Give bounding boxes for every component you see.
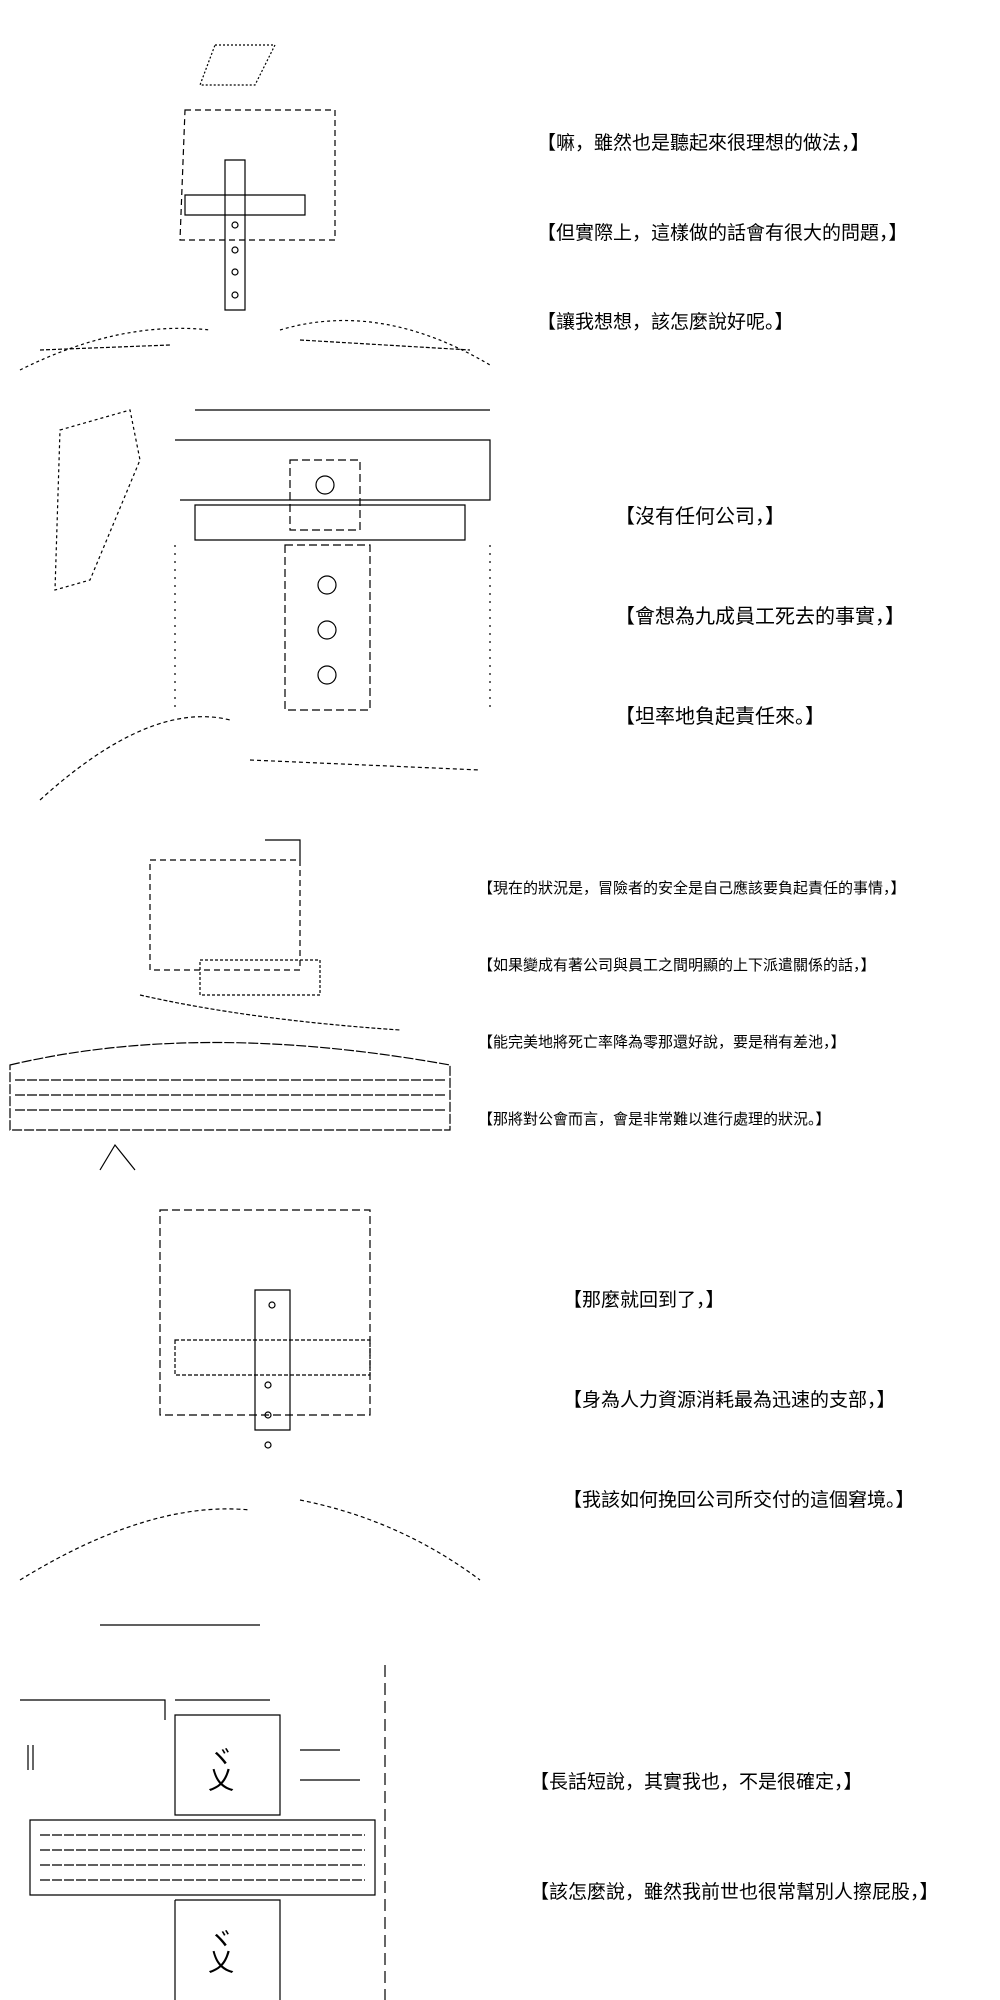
- dialogue-line: 【現在的狀況是，冒險者的安全是自己應該要負起責任的事情，】: [478, 879, 906, 897]
- panel-3: 【現在的狀況是，冒險者的安全是自己應該要負起責任的事情，】 【如果變成有著公司與…: [0, 820, 1000, 1140]
- panel-4: 【那麼就回到了，】 【身為人力資源消耗最為迅速的支部，】 【我該如何挽回公司所交…: [0, 1140, 1000, 1610]
- dialogue-line: 【讓我想想，該怎麼說好呢。】: [537, 311, 794, 333]
- dialogue-line: 【會想為九成員工死去的事實，】: [615, 604, 905, 628]
- helmet-glyph: ヾ: [208, 1926, 235, 1956]
- dialogue-line: 【那將對公會而言，會是非常難以進行處理的狀況。】: [478, 1110, 831, 1128]
- knight-helmet-art-3: [0, 820, 460, 1140]
- helmet-glyph: 乂: [208, 1766, 235, 1796]
- dialogue-line: 【長話短說，其實我也，不是很確定，】: [530, 1771, 863, 1793]
- dialogue-line: 【坦率地負起責任來。】: [615, 704, 825, 728]
- dialogue-line: 【但實際上，這樣做的話會有很大的問題，】: [537, 222, 908, 244]
- panel-2: 【沒有任何公司，】 【會想為九成員工死去的事實，】 【坦率地負起責任來。】: [0, 380, 1000, 820]
- dialogue-line: 【能完美地將死亡率降為零那還好說，要是稍有差池，】: [478, 1033, 846, 1051]
- knight-helmet-art-2: [0, 380, 520, 820]
- knight-helmet-art-4: [0, 1140, 500, 1610]
- panel-1: 【嘛，雖然也是聽起來很理想的做法，】 【但實際上，這樣做的話會有很大的問題，】 …: [0, 0, 1000, 380]
- dialogue-line: 【嘛，雖然也是聽起來很理想的做法，】: [537, 132, 870, 154]
- helmet-glyph: ヾ: [208, 1744, 235, 1774]
- dialogue-line: 【該怎麼說，雖然我前世也很常幫別人擦屁股，】: [530, 1881, 939, 1903]
- dialogue-line: 【沒有任何公司，】: [615, 504, 785, 528]
- helmet-glyph: 乂: [208, 1948, 235, 1978]
- dialogue-line: 【身為人力資源消耗最為迅速的支部，】: [563, 1389, 896, 1411]
- dialogue-line: 【那麼就回到了，】: [563, 1289, 725, 1311]
- panel-5: ヾ 乂 ヾ 乂 【長話短說，其實我也，不是很確定，】 【該怎麼說，雖然我前世也很…: [0, 1610, 1000, 2000]
- dialogue-line: 【我該如何挽回公司所交付的這個窘境。】: [563, 1489, 915, 1511]
- knight-helmet-art-1: [0, 0, 500, 380]
- dialogue-line: 【如果變成有著公司與員工之間明顯的上下派遣關係的話，】: [478, 956, 876, 974]
- knight-helmet-art-5: ヾ 乂 ヾ 乂: [0, 1610, 420, 2000]
